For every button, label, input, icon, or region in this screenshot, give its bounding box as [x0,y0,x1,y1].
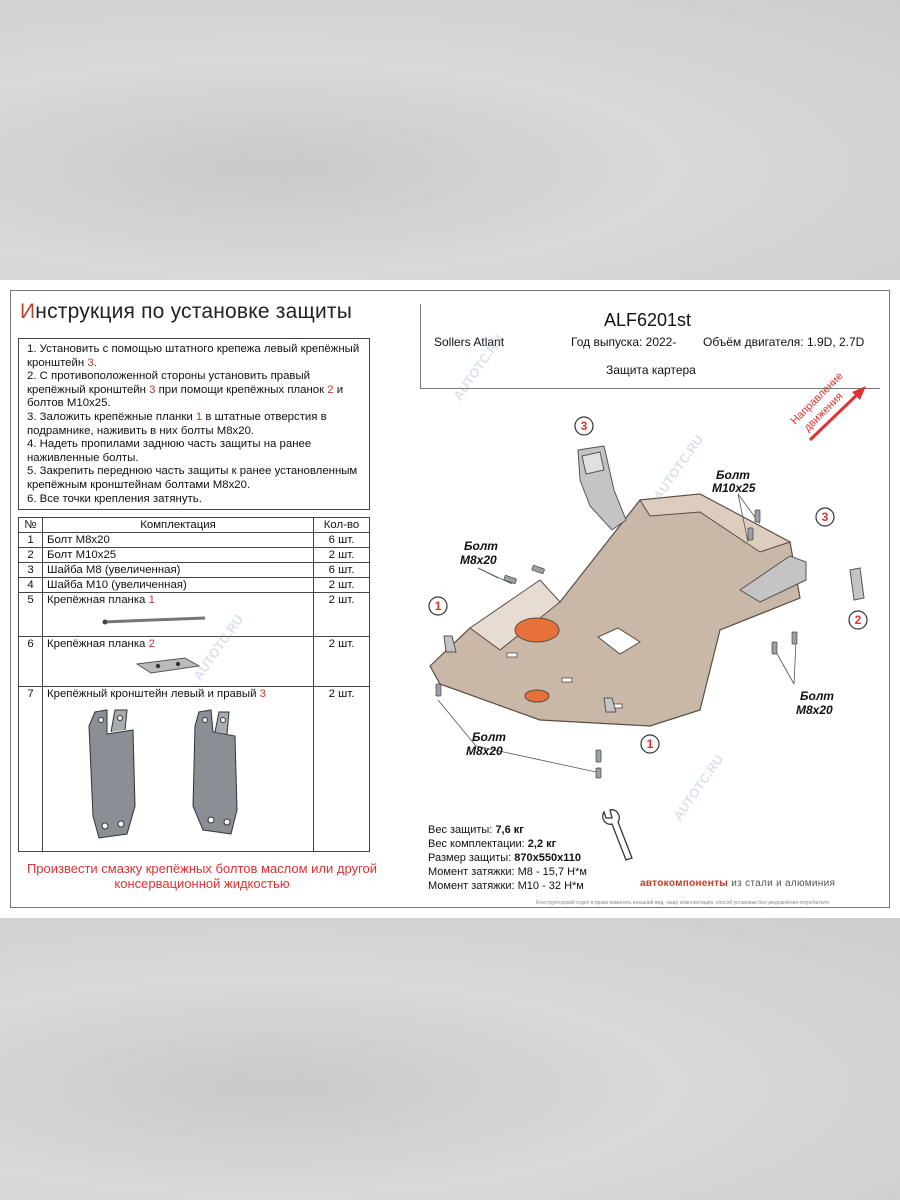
lubrication-warning: Произвести смазку крепёжных болтов масло… [26,861,378,891]
marker-1-left: 1 [435,599,442,613]
bracket-left-drawing [577,445,627,531]
instruction-sheet: Инструкция по установке защиты 1. Устано… [0,280,900,918]
engine-volume: Объём двигателя: 1.9D, 2.7D [703,335,865,349]
leader-lines [437,493,797,773]
callout-bolt-m8-bottom-line1: Болт [472,730,506,744]
fastening-strip-2-image [135,657,201,674]
fastening-strip-1-image [102,616,206,625]
table-row: 3 Шайба М8 (увеличенная) 6 шт. [18,562,370,578]
specifications: Вес защиты: 7,6 кг Вес комплектации: 2,2… [428,823,587,893]
table-row: 6 Крепёжная планка 2 2 шт. [18,636,370,687]
fastening-strips-drawing [443,567,865,713]
callout-bolt-m8-right-line1: Болт [800,689,834,703]
background-blur-top [0,0,900,280]
model-year: Год выпуска: 2022- [571,335,677,349]
step-2: 2. С противоположенной стороны установит… [27,370,344,410]
step-4: 4. Надеть пропилами заднюю часть защиты … [27,438,312,464]
callout-bolt-m8-right-line2: М8х20 [796,703,833,717]
callout-bolt-m8-left-line1: Болт [464,539,498,553]
spec-weight: Вес защиты: 7,6 кг [428,824,524,836]
callout-bolt-m8-left-line2: М8х20 [460,553,497,567]
sheet-frame [10,290,890,908]
step-6: 6. Все точки крепления затянуть. [27,492,202,505]
brackets-image [88,709,238,839]
wrench-icon [602,809,633,861]
callout-bolt-m10-line1: Болт [716,468,750,482]
assembly-drawing: Направление движения [428,370,868,861]
marker-1-bottom: 1 [647,737,654,751]
table-row: 2 Болт М10х25 2 шт. [18,547,370,563]
spec-torque-m8: Момент затяжки: М8 - 15,7 Н*м [428,866,587,878]
skid-plate [429,493,801,727]
vehicle-model: Sollers Atlant [434,335,505,349]
step-5: 5. Закрепить переднюю часть защиты к ран… [27,465,358,491]
spec-size: Размер защиты: 870х550х110 [428,852,581,864]
background-blur-bottom [0,918,900,1200]
marker-2: 2 [855,613,862,627]
step-1: 1. Установить с помощью штатного крепежа… [27,343,360,369]
fine-print: Конструкторский отдел в праве изменять в… [536,900,829,906]
step-3: 3. Заложить крепёжные планки 1 в штатные… [27,410,327,437]
marker-3-right: 3 [822,510,829,524]
table-row: 5 Крепёжная планка 1 2 шт. [18,592,370,637]
callout-bolt-m8-bottom-line2: М8х20 [466,744,503,758]
page-title: Инструкция по установке защиты [20,300,353,323]
header-box [420,304,880,389]
kit-header-qty: Кол-во [313,517,370,533]
marker-3-left: 3 [581,419,588,433]
spec-torque-m10: Момент затяжки: М10 - 32 Н*м [428,880,584,892]
bracket-right-drawing [739,555,807,603]
spec-kit-weight: Вес комплектации: 2,2 кг [428,838,557,850]
direction-arrow: Направление движения [789,370,866,442]
kit-header-row: № Комплектация Кол-во [18,517,370,533]
installation-steps: 1. Установить с помощью штатного крепежа… [18,338,370,511]
kit-table: № Комплектация Кол-во 1 Болт М8х20 6 шт.… [18,517,370,852]
bolts-drawing [435,509,798,779]
callout-bolt-m10-line2: М10х25 [712,481,756,495]
product-code: ALF6201st [604,310,692,330]
brand-line: автокомпоненты из стали и алюминия [640,878,836,889]
table-row: 7 Крепёжный кронштейн левый и правый 3 [18,686,370,852]
part-title: Защита картера [606,363,696,377]
